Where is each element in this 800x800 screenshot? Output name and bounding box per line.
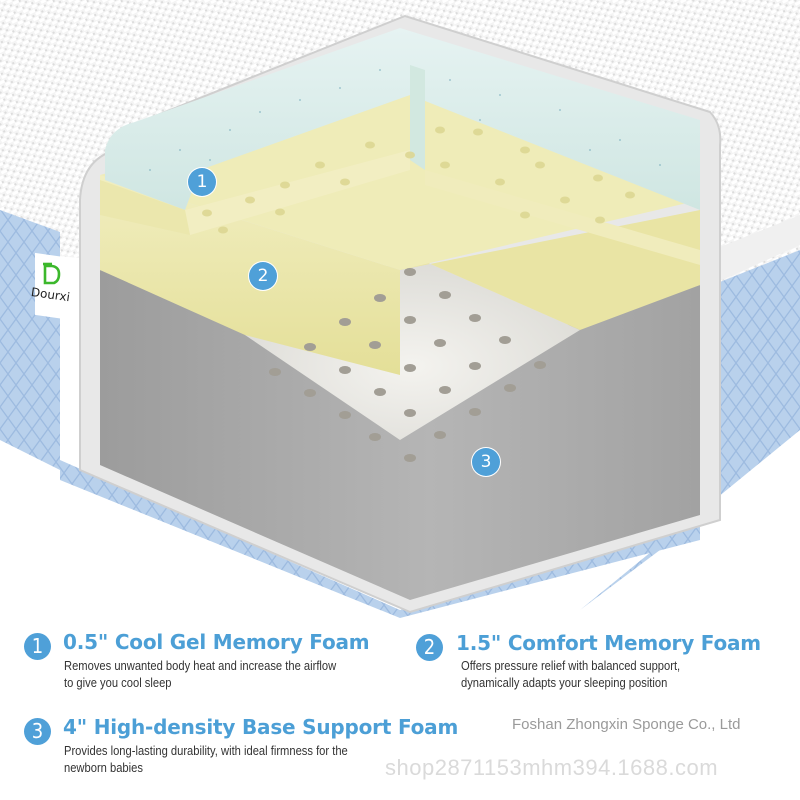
brand-tag — [35, 252, 71, 320]
layer-badge-2: 2 — [249, 262, 277, 290]
layer-desc-line-1: Offers pressure relief with balanced sup… — [461, 658, 681, 673]
number-badge: 2 — [416, 634, 443, 661]
number-badge: 3 — [24, 718, 51, 745]
number-badge: 1 — [24, 633, 51, 660]
layer-desc-line-2: newborn babies — [64, 760, 143, 775]
badge-number: 2 — [257, 266, 269, 286]
badge-number: 3 — [480, 452, 492, 472]
layer-title: 4" High-density Base Support Foam — [63, 715, 459, 739]
layer-title: 0.5" Cool Gel Memory Foam — [63, 630, 370, 654]
layer-desc-line-2: to give you cool sleep — [64, 675, 172, 690]
layer-desc-line-1: Provides long-lasting durability, with i… — [64, 743, 348, 758]
layer-badge-3: 3 — [472, 448, 500, 476]
shop-watermark: shop2871153mhm394.1688.com — [385, 755, 719, 780]
layer-title: 1.5" Comfort Memory Foam — [456, 631, 761, 655]
badge-number: 1 — [196, 172, 208, 192]
mattress-cross-section-illustration — [0, 0, 800, 618]
company-name: Foshan Zhongxin Sponge Co., Ltd — [512, 716, 741, 733]
layer-desc-line-1: Removes unwanted body heat and increase … — [64, 658, 337, 673]
layer-badge-1: 1 — [188, 168, 216, 196]
layer-desc-line-2: dynamically adapts your sleeping positio… — [461, 675, 668, 690]
